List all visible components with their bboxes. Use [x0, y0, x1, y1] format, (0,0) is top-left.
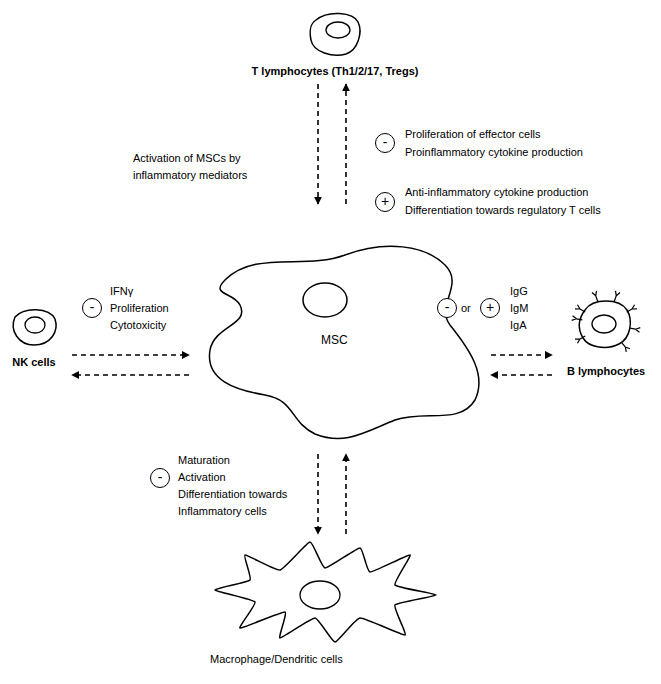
antibody-receptor [621, 342, 630, 351]
macrophage-dendritic-cell: Macrophage/Dendritic cells [210, 540, 440, 666]
antibody-receptor [575, 305, 585, 312]
dashed-arrow [72, 354, 189, 356]
nucleus [303, 283, 347, 317]
cell-label: Macrophage/Dendritic cells [210, 652, 440, 666]
sign-symbol: - [438, 299, 456, 315]
nucleus [300, 581, 340, 609]
cell-membrane [579, 301, 630, 347]
cell-membrane [310, 13, 360, 55]
antibody-receptor [575, 336, 585, 343]
antibody-receptor [630, 328, 641, 333]
effect-text: Cytotoxicity [110, 317, 166, 334]
conjunction-text: or [461, 300, 471, 317]
dashed-arrow [72, 374, 189, 376]
nk-cell: NK cells [2, 305, 66, 369]
cell-membrane [13, 310, 56, 345]
msc-outline [195, 210, 485, 448]
dashed-arrow [345, 454, 347, 534]
t-lymphocyte-cell: T lymphocytes (Th1/2/17, Tregs) [235, 10, 435, 78]
antibody-receptor [614, 291, 620, 302]
effect-text: Proliferation of effector cells [405, 126, 541, 143]
b-lymphocyte-cell: B lymphocytes [558, 288, 654, 378]
dashed-arrow [317, 84, 319, 204]
effect-text: Anti-inflammatory cytokine production [405, 184, 588, 201]
inhibition-symbol: - [375, 133, 395, 153]
inhibition-symbol: - [82, 298, 102, 318]
antibody-receptor [572, 316, 583, 321]
effect-text: Differentiation towards Inflammatory cel… [178, 486, 328, 520]
cell-label: MSC [321, 333, 348, 347]
annotation-text: Activation of MSCs by inflammatory media… [133, 150, 278, 184]
dashed-arrow [345, 84, 347, 204]
nucleus [25, 317, 45, 333]
inhibition-symbol: - [437, 298, 457, 318]
antibody-receptor [627, 305, 637, 312]
msc-cell: MSC [195, 210, 485, 448]
cell-membrane [215, 542, 436, 642]
stimulation-symbol: + [375, 192, 395, 212]
dashed-arrow [317, 454, 319, 534]
effect-text: IgG [510, 283, 528, 300]
nk-cell-outline [9, 305, 59, 351]
effect-text: IgA [510, 317, 527, 334]
cell-label: T lymphocytes (Th1/2/17, Tregs) [235, 64, 435, 78]
sign-symbol: + [481, 299, 499, 315]
effect-text: Maturation [178, 452, 230, 469]
effect-text: IFNγ [110, 283, 133, 300]
t-lymphocyte-cell-outline [308, 10, 362, 60]
b-lymphocyte-cell-outline [571, 288, 641, 360]
stimulation-symbol: + [480, 298, 500, 318]
cell-membrane [209, 246, 479, 438]
antibody-receptor [592, 291, 598, 302]
cell-label: NK cells [2, 355, 66, 369]
sign-symbol: - [376, 134, 394, 150]
effect-text: IgM [510, 300, 528, 317]
dashed-arrow [491, 374, 552, 376]
effect-text: Differentiation towards regulatory T cel… [405, 202, 601, 219]
inhibition-symbol: - [150, 468, 170, 488]
sign-symbol: - [151, 469, 169, 485]
nucleus [592, 315, 616, 333]
sign-symbol: + [376, 193, 394, 209]
cell-label: B lymphocytes [558, 364, 654, 378]
effect-text: Proliferation [110, 300, 169, 317]
dashed-arrow [491, 354, 552, 356]
effect-text: Proinflammatory cytokine production [405, 144, 583, 161]
macrophage-dendritic-cell-outline [210, 540, 440, 648]
effect-text: Activation [178, 469, 226, 486]
sign-symbol: - [83, 299, 101, 315]
nucleus [326, 22, 350, 38]
